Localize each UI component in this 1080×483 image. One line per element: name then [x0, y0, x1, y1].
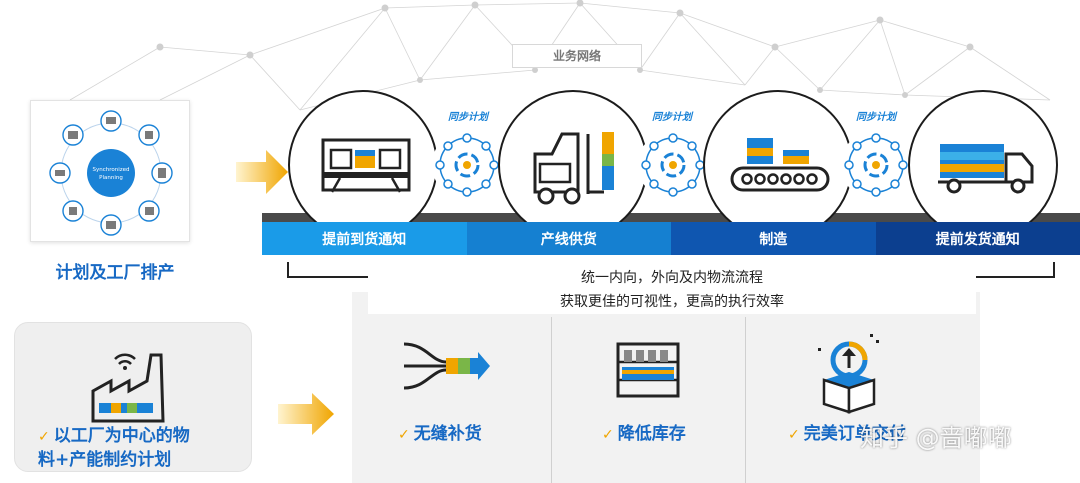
summary-line-2: 获取更佳的可视性，更高的执行效率 [560, 294, 784, 310]
sync-planning-node-3 [841, 130, 911, 200]
sync-cycle-icon [641, 133, 705, 197]
factory-title-line-2: 料+产能制约计划 [38, 450, 172, 470]
segment-line-supply: 产线供货 [466, 222, 671, 255]
benefit-label: 无缝补货 [413, 424, 482, 444]
benefit-divider [745, 317, 746, 483]
zhihu-watermark: 知乎 @啬嘟嘟 [860, 424, 1012, 452]
sync-label-3: 同步计划 [856, 112, 896, 123]
planning-diagram-panel: Synchronized Planning [30, 100, 190, 242]
check-icon: ✓ [38, 429, 50, 445]
check-icon: ✓ [602, 427, 614, 443]
summary-line-1: 统一内向，外向及内物流流程 [581, 270, 763, 286]
manufacturing-stage [703, 90, 853, 240]
benefit-divider [551, 317, 552, 483]
sync-label-2: 同步计划 [652, 112, 692, 123]
business-network-label: 业务网络 [512, 44, 642, 68]
check-icon: ✓ [788, 427, 800, 443]
factory-card [14, 322, 252, 472]
process-bar-shadow [262, 213, 1080, 223]
loading-dock-icon [321, 138, 411, 193]
summary-text: 统一内向，外向及内物流流程 获取更佳的可视性，更高的执行效率 [368, 266, 976, 314]
planning-center-label-1: Synchronized [92, 167, 129, 173]
inbound-dock-stage [288, 90, 438, 240]
sync-cycle-icon [435, 133, 499, 197]
planning-center-label-2: Planning [99, 175, 123, 181]
segment-advance-arrival-notice: 提前到货通知 [262, 222, 467, 255]
benefit-label: 完美订单交付 [803, 424, 906, 444]
benefits-panel [352, 292, 980, 483]
benefit-label: 降低库存 [617, 424, 686, 444]
order-delivery-box-icon [818, 334, 879, 414]
line-supply-stage [498, 90, 648, 240]
process-bar: 提前到货通知 产线供货 制造 提前发货通知 [262, 222, 1080, 255]
sync-planning-node-1 [432, 130, 502, 200]
smart-factory-icon [91, 353, 165, 423]
sync-label-1: 同步计划 [448, 112, 488, 123]
forklift-icon [533, 132, 614, 205]
merge-flow-icon [403, 342, 490, 390]
gold-arrow-icon [278, 393, 334, 435]
sync-planning-node-2 [638, 130, 708, 200]
benefit-reduce-inventory: ✓降低库存 [602, 419, 686, 444]
benefit-seamless-replenishment: ✓无缝补货 [398, 419, 482, 444]
gold-arrow-icon [236, 150, 288, 194]
factory-title-text-1: 以工厂为中心的物 [53, 426, 190, 446]
planning-title: 计划及工厂排产 [55, 263, 175, 283]
check-icon: ✓ [398, 427, 410, 443]
warehouse-shelf-icon [616, 342, 680, 398]
truck-icon [938, 144, 1034, 194]
benefit-perfect-order: ✓完美订单交付 [788, 419, 906, 444]
conveyor-belt-icon [730, 138, 830, 192]
segment-manufacturing: 制造 [671, 222, 876, 255]
factory-title: ✓以工厂为中心的物 料+产能制约计划 [38, 425, 258, 472]
factory-title-line-1: ✓以工厂为中心的物 [38, 425, 258, 449]
segment-advance-shipping-notice: 提前发货通知 [875, 222, 1080, 255]
synchronized-planning-diagram: Synchronized Planning [49, 110, 173, 236]
outbound-shipping-stage [908, 90, 1058, 240]
sync-cycle-icon [844, 133, 908, 197]
